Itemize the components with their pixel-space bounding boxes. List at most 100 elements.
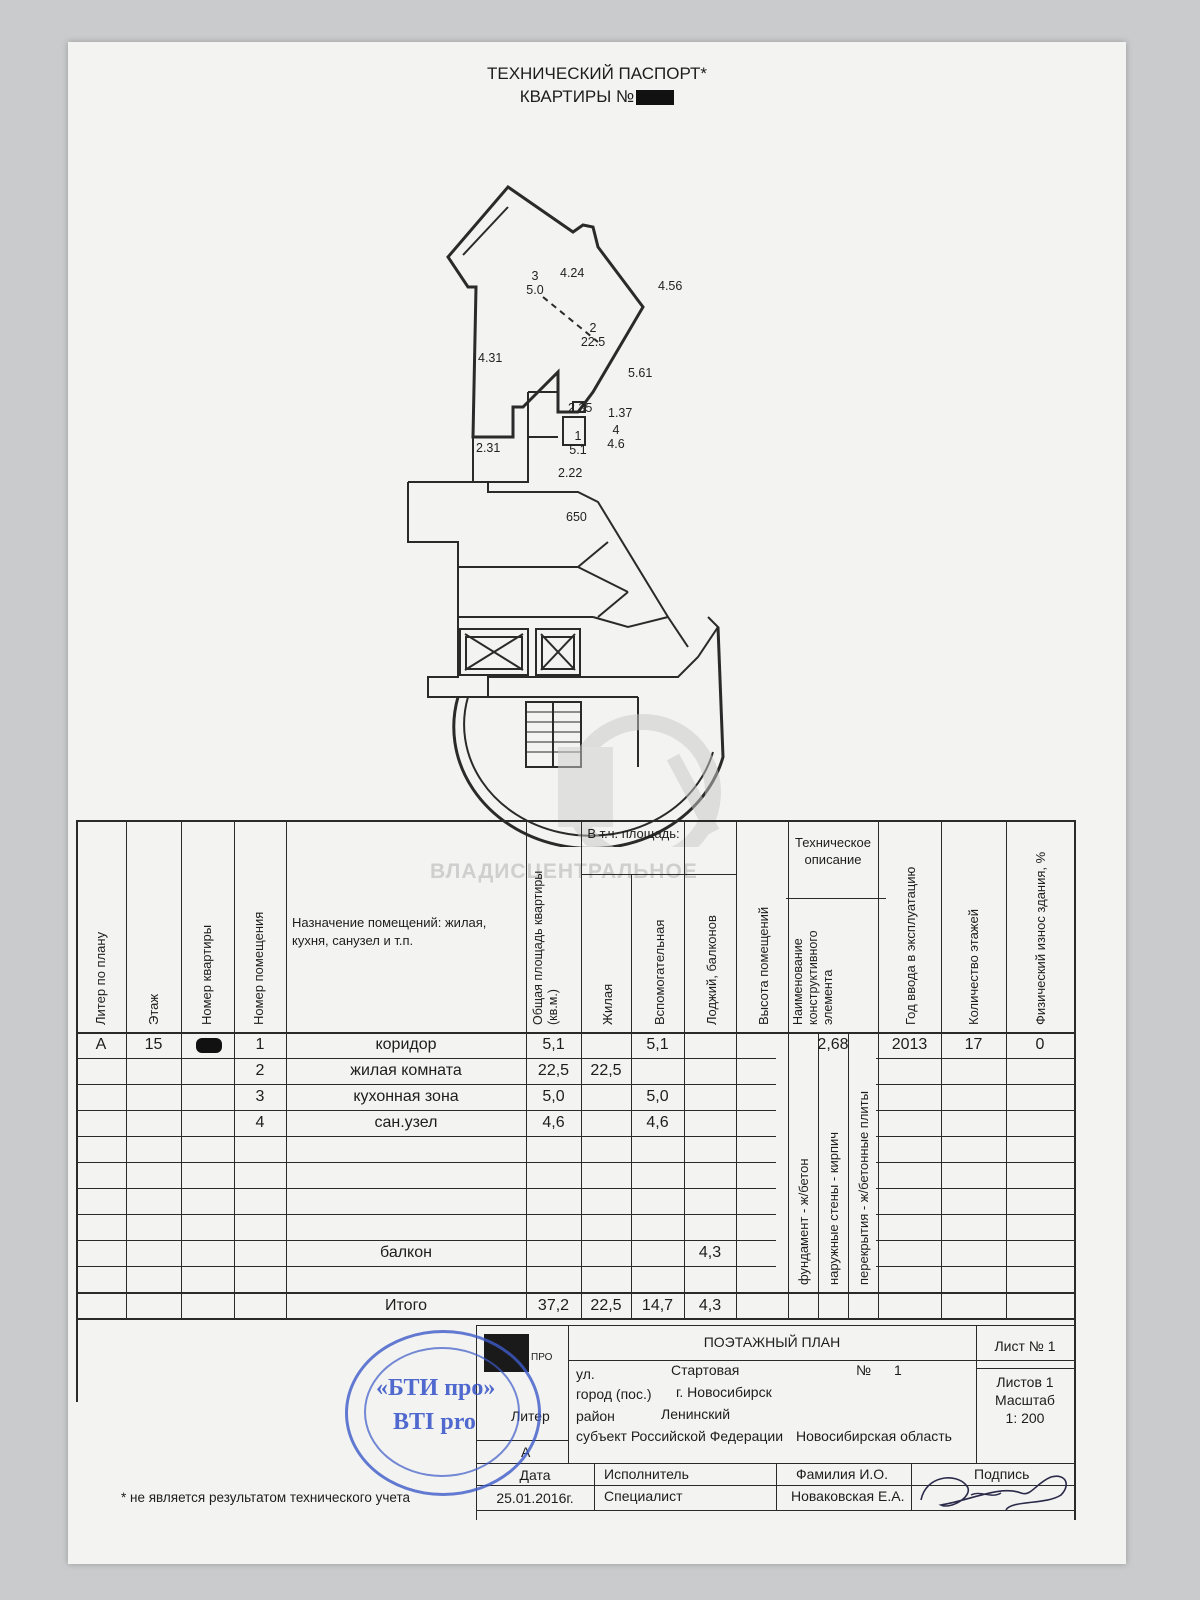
- room3-number: 3: [532, 269, 539, 283]
- table-row-1-aux: 5,1: [646, 1036, 669, 1053]
- total-row-total: 37,2: [537, 1297, 570, 1314]
- cell-height: 2,68: [817, 1036, 849, 1053]
- room4-number: 4: [613, 423, 620, 437]
- document-sheet: ТЕХНИЧЕСКИЙ ПАСПОРТ* КВАРТИРЫ №: [68, 42, 1126, 1564]
- dim-650: 650: [566, 510, 587, 524]
- header-year: Год ввода в эксплуатацию: [903, 866, 918, 1025]
- room2-area: 22.5: [581, 335, 605, 349]
- characteristics-table: Литер по плану Этаж Номер квартиры Номер…: [76, 820, 1076, 1320]
- street-label: ул.: [576, 1366, 595, 1382]
- table-row-2-total: 22,5: [537, 1062, 570, 1079]
- room1-number: 1: [575, 429, 582, 443]
- table-row-4-total: 4,6: [542, 1114, 565, 1131]
- total-row-living: 22,5: [590, 1297, 622, 1314]
- header-including: В т.ч. площадь:: [587, 826, 680, 841]
- header-floor: Этаж: [146, 993, 161, 1025]
- district-value: Ленинский: [661, 1406, 731, 1422]
- cell-wear: 0: [1035, 1036, 1045, 1053]
- redacted-apartment-number: [636, 90, 675, 106]
- stamp-line-2: BTI pro: [393, 1409, 476, 1435]
- room3-area: 5.0: [526, 283, 543, 297]
- redacted-apartment-cell: [196, 1038, 222, 1053]
- dim-4-56: 4.56: [658, 279, 682, 293]
- plan-title: ПОЭТАЖНЫЙ ПЛАН: [703, 1334, 841, 1350]
- header-tech-description: Техническое описание: [795, 835, 871, 867]
- dim-4-24: 4.24: [560, 266, 584, 280]
- table-row-3-name: кухонная зона: [353, 1088, 459, 1105]
- date-value: 25.01.2016г.: [496, 1490, 574, 1506]
- document-title: ТЕХНИЧЕСКИЙ ПАСПОРТ* КВАРТИРЫ №: [68, 62, 1126, 108]
- date-label: Дата: [519, 1467, 551, 1483]
- header-total-area: Общая площадь квартиры (кв.м.): [531, 870, 560, 1025]
- subject-label: субъект Российской Федерации: [576, 1428, 784, 1444]
- total-row-loggia: 4,3: [698, 1297, 722, 1314]
- header-room-number: Номер помещения: [251, 911, 266, 1025]
- element-foundation: фундамент - ж/бетон: [796, 1158, 811, 1285]
- logo-suffix: ПРО: [531, 1352, 553, 1363]
- cell-floor: 15: [144, 1036, 163, 1053]
- table-row-2-num: 2: [255, 1062, 265, 1079]
- room4-area: 4.6: [607, 437, 624, 451]
- name-value: Новаковская Е.А.: [791, 1488, 905, 1504]
- watermark-text: ВЛАДИСЦЕНТРАЛЬНОЕ: [430, 860, 698, 883]
- house-number-label: №: [856, 1362, 872, 1378]
- table-row-3-total: 5,0: [542, 1088, 565, 1105]
- cell-year: 2013: [891, 1036, 928, 1053]
- scale-label: Масштаб: [995, 1392, 1055, 1408]
- header-wear: Физический износ здания, %: [1033, 851, 1048, 1025]
- district-label: район: [576, 1408, 615, 1424]
- header-element: Наименование конструктивного элемента: [791, 930, 835, 1025]
- dim-2-35: 2.35: [568, 401, 592, 415]
- street-value: Стартовая: [671, 1362, 740, 1378]
- balcony-loggia: 4,3: [698, 1244, 722, 1261]
- table-row-1-total: 5,1: [542, 1036, 565, 1053]
- header-apartment: Номер квартиры: [199, 924, 214, 1025]
- header-floors-count: Количество этажей: [966, 909, 981, 1025]
- header-auxiliary: Вспомогательная: [652, 919, 667, 1025]
- executor-label: Исполнитель: [604, 1466, 689, 1482]
- cell-floors-count: 17: [964, 1036, 983, 1053]
- balcony-name: балкон: [380, 1244, 432, 1261]
- room1-area: 5.1: [569, 443, 586, 457]
- total-row-aux: 14,7: [641, 1297, 674, 1314]
- subject-value: Новосибирская область: [796, 1428, 952, 1444]
- header-height: Высота помещений: [756, 906, 771, 1025]
- floor-plan: 3 5.0 2 22.5 1 5.1 4 4.6 4.24 4.56 4.31 …: [407, 184, 725, 847]
- table-row-2-name: жилая комната: [350, 1062, 462, 1079]
- footnote: * не является результатом технического у…: [121, 1490, 410, 1505]
- title-line-1: ТЕХНИЧЕСКИЙ ПАСПОРТ*: [486, 64, 708, 83]
- signature: [920, 1475, 1067, 1511]
- dim-2-22: 2.22: [558, 466, 582, 480]
- executor-value: Специалист: [604, 1488, 683, 1504]
- stamp-line-1: «БТИ про»: [376, 1375, 496, 1401]
- city-label: город (пос.): [576, 1386, 652, 1402]
- table-row-1-num: 1: [255, 1036, 265, 1053]
- table-row-3-aux: 5,0: [646, 1088, 669, 1105]
- title-line-2: КВАРТИРЫ №: [68, 85, 1126, 108]
- header-loggia: Лоджий, балконов: [704, 915, 719, 1025]
- dim-5-61: 5.61: [628, 366, 652, 380]
- element-walls: наружные стены - кирпич: [826, 1131, 841, 1285]
- scale-value: 1: 200: [1005, 1410, 1045, 1426]
- dim-1-37: 1.37: [608, 406, 632, 420]
- table-row-2-living: 22,5: [590, 1062, 622, 1079]
- dim-2-31: 2.31: [476, 441, 500, 455]
- cell-liter: А: [95, 1036, 107, 1053]
- dim-4-31: 4.31: [478, 351, 502, 365]
- company-stamp: «БТИ про» BTI pro: [345, 1330, 541, 1496]
- element-floors: перекрытия - ж/бетонные плиты: [856, 1091, 871, 1285]
- table-row-4-aux: 4,6: [646, 1114, 669, 1131]
- table-row-3-num: 3: [255, 1088, 265, 1105]
- table-row-1-name: коридор: [375, 1036, 437, 1053]
- title-apartment-label: КВАРТИРЫ №: [519, 87, 635, 106]
- watermark-logo: [558, 714, 721, 847]
- city-value: г. Новосибирск: [676, 1384, 772, 1400]
- total-row-name: Итого: [385, 1297, 427, 1314]
- table-row-4-num: 4: [255, 1114, 265, 1131]
- header-living: Жилая: [600, 983, 615, 1025]
- signature-label: Подпись: [974, 1466, 1030, 1482]
- table-row-4-name: сан.узел: [374, 1114, 438, 1131]
- header-liter: Литер по плану: [93, 931, 108, 1025]
- room2-number: 2: [590, 321, 597, 335]
- sheets-count: Листов 1: [996, 1374, 1054, 1390]
